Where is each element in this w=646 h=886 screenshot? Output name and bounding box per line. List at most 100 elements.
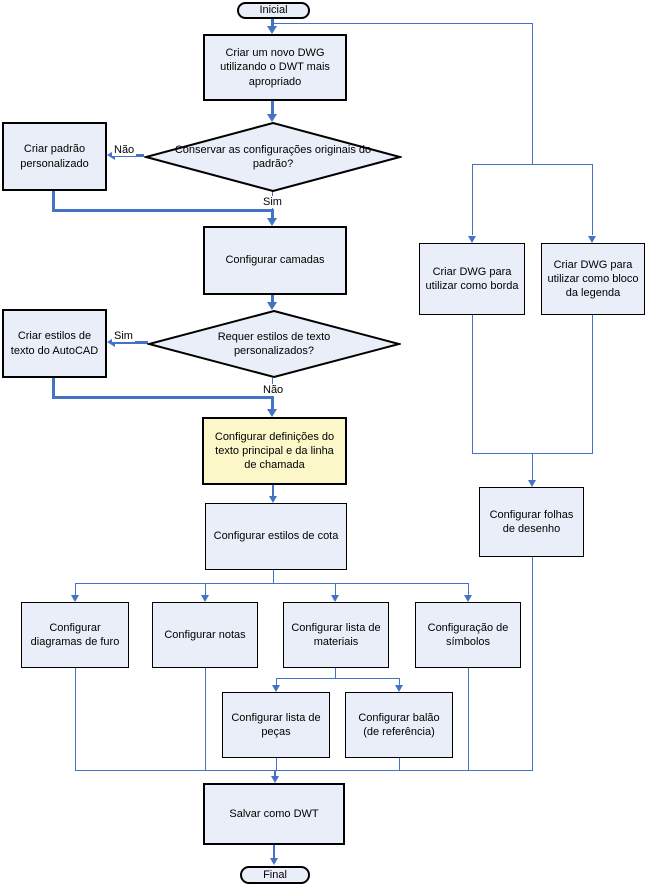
node-text-styles-label: Requer estilos de texto personalizados? xyxy=(217,330,331,357)
edge-drop-notes-line xyxy=(205,583,206,595)
arrowhead-left-icon xyxy=(107,150,115,160)
arrowhead-down-icon xyxy=(267,218,277,226)
node-configure-balloon-label: Configurar balão (de referência) xyxy=(358,711,440,738)
edge-textleader-dimstyles-line xyxy=(272,485,274,496)
edge-holecharts-collector-line xyxy=(75,668,76,770)
node-end-label: Final xyxy=(263,868,287,881)
node-configure-notes: Configurar notas xyxy=(152,602,258,668)
node-keep-defaults-label: Conservar as configurações originais do … xyxy=(174,143,372,170)
node-create-titleblock-dwg: Criar DWG para utilizar como bloco da le… xyxy=(541,243,645,315)
arrowhead-down-icon xyxy=(267,302,277,310)
edge-into-save-line xyxy=(274,770,276,776)
diamond-shape xyxy=(147,310,401,378)
node-configure-dim-styles: Configurar estilos de cota xyxy=(205,503,347,570)
arrowhead-left-icon xyxy=(107,337,115,347)
edge-label-sim2: Sim xyxy=(112,330,135,342)
edge-drop-holecharts-line xyxy=(75,583,76,595)
arrowhead-down-icon xyxy=(272,685,280,692)
node-configure-dim-styles-label: Configurar estilos de cota xyxy=(213,530,339,543)
node-configure-text-leader-label: Configurar definições do texto principal… xyxy=(214,430,335,472)
edge-custom-standard-return-line xyxy=(52,209,273,212)
edge-sim2-line xyxy=(114,341,148,344)
edge-to-border-line xyxy=(472,164,473,235)
node-configure-parts-list-label: Configurar lista de peças xyxy=(231,711,321,738)
node-configure-hole-charts: Configurar diagramas de furo xyxy=(21,602,129,668)
node-configure-sheets: Configurar folhas de desenho xyxy=(479,487,584,557)
arrowhead-down-icon xyxy=(528,480,536,487)
edge-titleblock-down-line xyxy=(592,315,593,453)
node-configure-sheets-label: Configurar folhas de desenho xyxy=(489,508,574,535)
node-configure-hole-charts-label: Configurar diagramas de furo xyxy=(30,621,120,648)
arrowhead-down-icon xyxy=(331,595,339,602)
edge-collector-line xyxy=(75,770,533,771)
edge-sheets-to-collector-line xyxy=(532,557,533,770)
edge-layers-decision2-line xyxy=(271,295,274,302)
node-create-border-dwg-label: Criar DWG para utilizar como borda xyxy=(425,265,519,292)
edge-label-no1: Não xyxy=(112,144,137,156)
edge-text-styles-return-line xyxy=(52,396,273,399)
edge-partslist-collector-line xyxy=(276,758,277,770)
edge-distribution-line xyxy=(75,583,468,584)
edge-branch-right-split-line xyxy=(472,164,593,165)
edge-branch-right-drop-line xyxy=(532,23,533,164)
edge-start-createdwg-line xyxy=(271,18,274,26)
arrowhead-down-icon xyxy=(395,685,403,692)
node-create-titleblock-dwg-label: Criar DWG para utilizar como bloco da le… xyxy=(547,258,639,300)
arrowhead-down-icon xyxy=(271,776,279,783)
edge-branch-right-top-line xyxy=(274,23,532,24)
node-save-dwt: Salvar como DWT xyxy=(203,783,345,845)
node-create-dwg-label: Criar um novo DWG utilizando o DWT mais … xyxy=(220,47,330,88)
arrowhead-down-icon xyxy=(468,236,476,243)
edge-custom-standard-down-line xyxy=(52,191,55,212)
arrowhead-down-icon xyxy=(464,595,472,602)
node-text-styles-decision: Requer estilos de texto personalizados? xyxy=(147,310,401,378)
arrowhead-down-icon xyxy=(267,114,277,122)
node-create-text-styles-label: Criar estilos de texto do AutoCAD xyxy=(10,330,99,357)
node-create-border-dwg: Criar DWG para utilizar como borda xyxy=(419,243,525,315)
edge-to-balloon-line xyxy=(399,678,400,685)
arrowhead-down-icon xyxy=(267,409,277,417)
node-configure-parts-list: Configurar lista de peças xyxy=(222,692,330,758)
node-configure-bom-label: Configurar lista de materiais xyxy=(291,621,381,648)
edge-label-sim1: Sim xyxy=(261,196,284,208)
edge-border-down-line xyxy=(472,315,473,453)
node-create-dwg: Criar um novo DWG utilizando o DWT mais … xyxy=(203,34,347,101)
edge-drop-symbols-line xyxy=(468,583,469,595)
arrowhead-down-icon xyxy=(201,595,209,602)
node-configure-symbols: Configuração de símbolos xyxy=(415,602,521,668)
arrowhead-down-icon xyxy=(270,858,278,865)
node-start: Inicial xyxy=(237,2,310,19)
edge-drop-bom-line xyxy=(335,583,336,595)
arrowhead-down-icon xyxy=(267,26,277,34)
edge-notes-collector-line xyxy=(205,668,206,770)
edge-to-partslist-line xyxy=(276,678,277,685)
node-configure-notes-label: Configurar notas xyxy=(164,628,246,641)
edge-label-no2: Não xyxy=(261,384,286,396)
node-configure-layers-label: Configurar camadas xyxy=(225,254,325,267)
arrowhead-down-icon xyxy=(71,595,79,602)
arrowhead-down-icon xyxy=(588,236,596,243)
node-create-custom-standard: Criar padrão personalizado xyxy=(2,122,107,191)
node-keep-defaults-decision: Conservar as configurações originais do … xyxy=(144,122,402,192)
edge-symbols-collector-line xyxy=(468,668,469,770)
edge-to-sheets-line xyxy=(532,453,533,480)
node-save-dwt-label: Salvar como DWT xyxy=(229,807,319,820)
edge-save-end-line xyxy=(273,845,275,858)
edge-bom-down-line xyxy=(335,668,336,678)
edge-bom-split-line xyxy=(276,678,400,679)
node-configure-balloon: Configurar balão (de referência) xyxy=(345,692,453,758)
node-configure-layers: Configurar camadas xyxy=(203,226,347,295)
node-create-text-styles: Criar estilos de texto do AutoCAD xyxy=(2,309,107,378)
node-start-label: Inicial xyxy=(259,4,288,17)
diamond-shape xyxy=(144,122,402,192)
edge-into-textleader-line xyxy=(271,396,274,409)
node-configure-text-leader: Configurar definições do texto principal… xyxy=(202,417,347,485)
arrowhead-down-icon xyxy=(269,496,277,503)
node-end: Final xyxy=(240,866,310,884)
edge-to-titleblock-line xyxy=(592,164,593,235)
node-configure-bom: Configurar lista de materiais xyxy=(283,602,389,668)
edge-dimstyles-down-line xyxy=(273,570,274,583)
edge-balloon-collector-line xyxy=(399,758,400,770)
node-create-custom-standard-label: Criar padrão personalizado xyxy=(20,143,89,170)
